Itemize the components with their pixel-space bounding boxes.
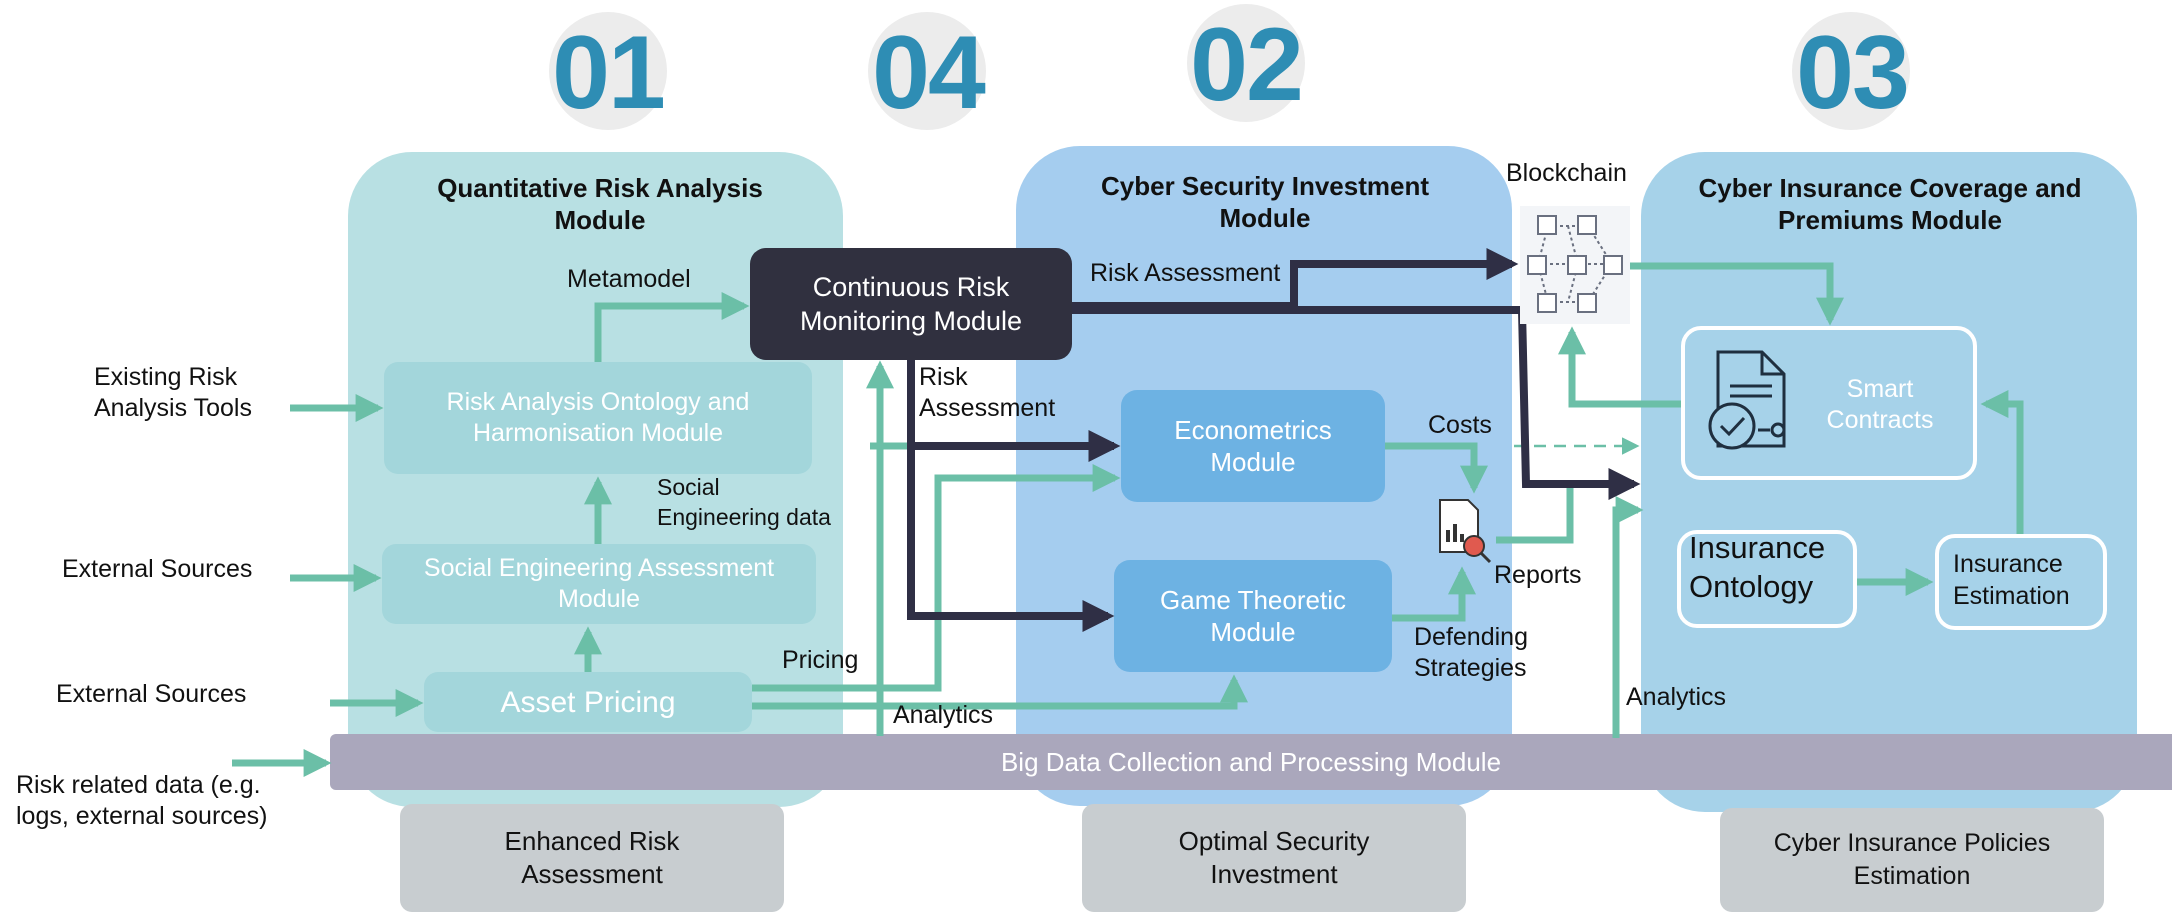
social-engineering-module: Social Engineering Assessment Module xyxy=(382,544,816,624)
blockchain-icon xyxy=(1520,206,1630,324)
big-data-bar: Big Data Collection and Processing Modul… xyxy=(330,734,2172,790)
arrow-pricing-to-game xyxy=(752,674,1248,710)
investment-title: Cyber Security Investment Module xyxy=(1100,171,1429,233)
asset-pricing-module: Asset Pricing xyxy=(424,672,752,732)
badge-circle-02 xyxy=(1187,4,1305,122)
label-analytics-left: Analytics xyxy=(893,701,994,729)
smart-contracts-label: Smart Contracts xyxy=(1826,375,1934,434)
arrow-defending xyxy=(1392,566,1476,622)
arrow-costs xyxy=(1385,442,1488,494)
insurance-ontology-box xyxy=(1677,530,1857,628)
badge-number-01: 01 xyxy=(552,15,666,131)
arrow-pricing-to-econometrics xyxy=(752,464,1121,692)
insurance-panel xyxy=(1641,152,2137,812)
risk-analysis-title: Quantitative Risk Analysis Module xyxy=(437,173,763,235)
label-risk-related-data: Risk related data (e.g. logs, external s… xyxy=(16,771,268,830)
arrow-metamodel xyxy=(594,292,750,362)
continuous-risk-monitoring-module: Continuous Risk Monitoring Module xyxy=(750,248,1072,360)
badge-circle-04 xyxy=(868,12,986,130)
label-costs: Costs xyxy=(1428,411,1492,439)
ontology-harmonisation-module: Risk Analysis Ontology and Harmonisation… xyxy=(384,362,812,474)
label-external-sources-1: External Sources xyxy=(62,555,253,583)
badge-number-04: 04 xyxy=(872,15,986,131)
outcome-enhanced-risk-assessment: Enhanced Risk Assessment xyxy=(400,804,784,912)
label-existing-tools: Existing Risk Analysis Tools xyxy=(94,363,252,422)
label-blockchain: Blockchain xyxy=(1506,159,1627,187)
outcome-insurance-policies-estimation: Cyber Insurance Policies Estimation xyxy=(1720,808,2104,912)
label-external-sources-2: External Sources xyxy=(56,680,247,708)
label-reports: Reports xyxy=(1494,561,1582,589)
arrow-estimation-to-smart xyxy=(1980,390,2024,534)
econometrics-module: Econometrics Module xyxy=(1121,390,1385,502)
arrow-to-insurance xyxy=(1072,306,1641,500)
arrow-smart-to-blockchain xyxy=(1558,326,1681,408)
label-risk-assessment-top: Risk Assessment xyxy=(1090,259,1281,287)
arrow-reports xyxy=(1496,488,1574,544)
report-icon xyxy=(1439,499,1492,564)
label-social-engineering-data: Social Engineering data xyxy=(657,474,831,530)
arrow-blockchain-to-smart xyxy=(1628,262,1844,326)
smart-contracts-box xyxy=(1681,326,1977,480)
insurance-ontology-label: Insurance Ontology xyxy=(1689,530,1826,604)
label-analytics-right: Analytics xyxy=(1626,683,1727,711)
badge-circle-01 xyxy=(549,12,667,130)
label-defending-strategies: Defending Strategies xyxy=(1414,623,1528,682)
game-theoretic-module: Game Theoretic Module xyxy=(1114,560,1392,672)
insurance-title: Cyber Insurance Coverage and Premiums Mo… xyxy=(1698,173,2082,235)
label-risk-assessment-mid: Risk Assessment xyxy=(919,363,1056,422)
insurance-estimation-box xyxy=(1935,534,2107,630)
badge-number-02: 02 xyxy=(1190,7,1304,123)
badge-number-03: 03 xyxy=(1796,15,1910,131)
label-pricing: Pricing xyxy=(782,646,859,674)
badge-circle-03 xyxy=(1792,12,1910,130)
smart-contract-icon xyxy=(1708,350,1786,450)
arrow-analytics-right xyxy=(1612,496,1644,738)
outcome-optimal-security-investment: Optimal Security Investment xyxy=(1082,804,1466,912)
label-metamodel: Metamodel xyxy=(567,265,691,293)
insurance-estimation-label: Insurance Estimation xyxy=(1953,550,2070,610)
